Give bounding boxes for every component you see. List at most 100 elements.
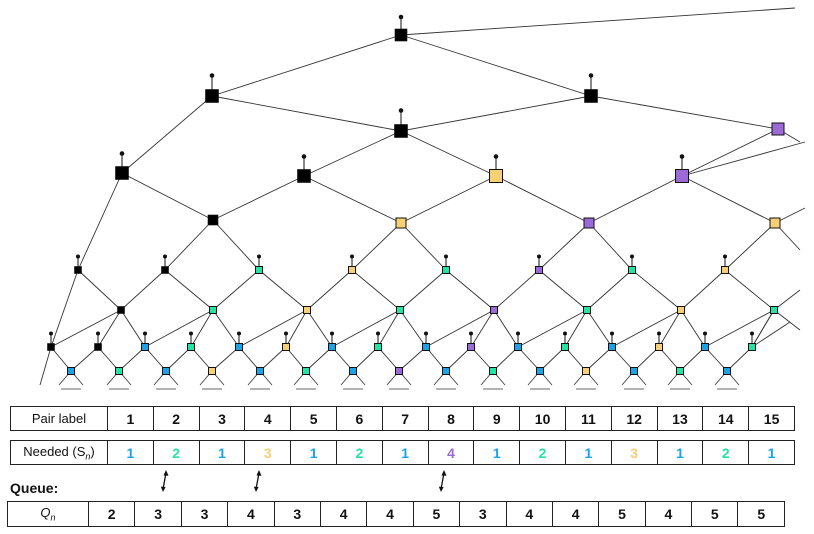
tree-edge xyxy=(679,346,706,372)
node-pin-dot xyxy=(209,73,215,78)
tree-node xyxy=(115,166,129,180)
tree-node xyxy=(349,367,357,375)
node-pin-dot xyxy=(469,331,473,336)
queue-table: Qn 2 3 3 4 3 4 4 5 3 4 4 5 4 5 5 xyxy=(7,501,785,527)
pair-label-table: Pair label 1 2 3 4 5 6 7 8 9 10 11 12 13… xyxy=(10,406,795,431)
tree-node xyxy=(422,343,430,351)
tree-node xyxy=(115,367,123,375)
tree-edge xyxy=(39,346,52,386)
tree-edge xyxy=(400,130,497,177)
pair-cell: 12 xyxy=(610,406,658,431)
tree-edge xyxy=(726,346,753,372)
tree-node xyxy=(608,343,616,351)
tree-node xyxy=(162,367,170,375)
tree-edge xyxy=(493,269,540,311)
tree-edge xyxy=(493,309,519,348)
pair-label-row: Pair label 1 2 3 4 5 6 7 8 9 10 11 12 13… xyxy=(10,406,795,431)
tree-edge xyxy=(258,269,308,311)
tree-edge xyxy=(492,346,519,372)
tree-edge xyxy=(211,346,240,372)
tree-node xyxy=(208,367,216,375)
tree-node xyxy=(161,266,169,274)
node-pin-dot xyxy=(703,331,707,336)
node-pin-dot xyxy=(563,331,567,336)
tree-edge xyxy=(165,346,192,372)
tree-edge xyxy=(352,346,379,372)
tree-edge xyxy=(751,309,775,348)
swap-arrow-icon xyxy=(253,470,262,492)
node-pin-dot xyxy=(96,331,100,336)
node-pin-dot xyxy=(301,154,307,159)
queue-cell: 3 xyxy=(180,501,229,527)
tree-edge xyxy=(400,222,447,271)
tree-node xyxy=(701,343,709,351)
tree-edge xyxy=(445,269,495,311)
needed-row: Needed (Sn) 1 2 1 3 1 2 1 4 1 2 1 3 1 2 … xyxy=(10,440,795,465)
node-pin-dot xyxy=(398,14,404,20)
tree-edge xyxy=(399,309,427,348)
tree-edge xyxy=(77,172,123,271)
tree-edge xyxy=(377,309,401,348)
tree-node xyxy=(255,266,263,274)
tree-edge xyxy=(680,309,706,348)
node-pin-dot xyxy=(398,108,404,113)
node-pin-dot xyxy=(516,331,520,336)
tree-edge xyxy=(585,346,613,372)
tree-node xyxy=(514,343,522,351)
tree-node xyxy=(489,169,503,183)
queue-cell: 3 xyxy=(134,501,182,527)
queue-cell: 2 xyxy=(87,501,136,527)
tree-edge xyxy=(538,222,590,271)
needed-table: Needed (Sn) 1 2 1 3 1 2 1 4 1 2 1 3 1 2 … xyxy=(10,440,795,465)
tree-node xyxy=(442,367,450,375)
pair-label-header: Pair label xyxy=(10,406,108,431)
tree-node xyxy=(676,367,684,375)
needed-cell: 1 xyxy=(198,440,246,465)
queue-cell: 5 xyxy=(737,501,785,527)
tree-edge xyxy=(773,309,801,331)
tree-edge xyxy=(121,172,214,221)
queue-header-sub: n xyxy=(50,512,56,523)
swap-arrow-icon xyxy=(160,470,169,492)
tree-node xyxy=(442,266,450,274)
tree-edge xyxy=(212,175,305,221)
tree-node xyxy=(628,266,636,274)
tree-node xyxy=(771,122,785,136)
tree-edge xyxy=(724,222,776,271)
tree-edge xyxy=(564,309,588,348)
tree-node xyxy=(490,306,498,314)
tree-node xyxy=(141,343,149,351)
tree-edge xyxy=(400,175,497,224)
tree-node xyxy=(256,367,264,375)
queue-cell: 4 xyxy=(551,501,600,527)
needed-cell: 3 xyxy=(610,440,658,465)
pair-cell: 3 xyxy=(198,406,246,431)
tree-edge xyxy=(77,269,122,311)
needed-cell: 1 xyxy=(381,440,429,465)
tree-edge xyxy=(681,141,806,177)
queue-header: Qn xyxy=(7,501,89,527)
queue-cell: 3 xyxy=(459,501,507,527)
tree-edge xyxy=(50,269,79,348)
node-pin-dot xyxy=(493,154,499,159)
tree-diagram xyxy=(39,7,806,390)
tree-edge xyxy=(211,34,402,97)
pair-cell: 15 xyxy=(748,406,795,431)
needed-cell: 1 xyxy=(473,440,521,465)
tree-node xyxy=(303,306,311,314)
tree-edge xyxy=(631,269,682,311)
swap-arrow-icon xyxy=(438,470,447,492)
tree-node xyxy=(205,89,219,103)
pair-cell: 7 xyxy=(381,406,429,431)
tree-node xyxy=(748,343,756,351)
tree-edge xyxy=(751,321,791,348)
tree-node xyxy=(675,169,689,183)
tree-node xyxy=(94,343,102,351)
pair-cell: 2 xyxy=(152,406,200,431)
tree-edge xyxy=(425,309,495,348)
node-pin-dot xyxy=(49,331,53,336)
tree-node xyxy=(769,217,781,229)
node-pin-dot xyxy=(444,254,448,259)
tree-node xyxy=(395,217,407,229)
needed-cell: 2 xyxy=(152,440,200,465)
